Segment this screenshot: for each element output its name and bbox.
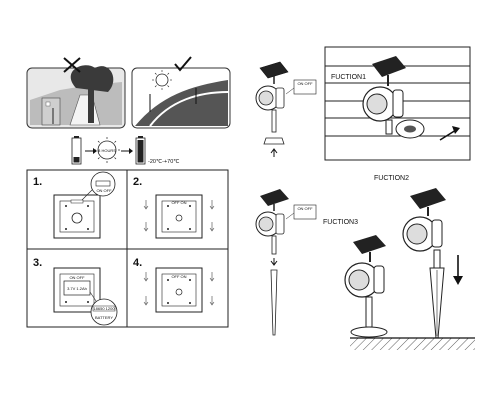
step-4: 4. OFF ON xyxy=(133,257,215,313)
solar-panel-icon xyxy=(410,188,446,209)
solar-panel-icon xyxy=(353,235,386,254)
solar-panel-icon xyxy=(372,56,406,77)
light-unit-1: ON OFF xyxy=(255,61,317,157)
step-2: 2. OFF ON xyxy=(133,176,215,239)
light-unit-3: ON OFF xyxy=(255,189,317,336)
battery-full-icon xyxy=(135,136,146,165)
arrow-icon xyxy=(439,129,457,141)
light-unit-ground xyxy=(344,235,388,338)
switch-tag: OFF ON xyxy=(171,200,186,205)
shade-panel xyxy=(26,65,126,129)
solar-panel-icon xyxy=(259,61,289,79)
battery-callout xyxy=(90,298,118,326)
wall-panel: FUCTION1 xyxy=(324,46,471,161)
check-mark-icon xyxy=(174,56,192,72)
switch-tag-box xyxy=(293,204,317,220)
battery-size: 18650 1200 xyxy=(93,306,115,311)
step-number: 1. xyxy=(33,176,42,188)
step-number: 4. xyxy=(133,257,142,269)
sun-hours-label: 8 HOURS xyxy=(98,148,116,153)
step-number: 2. xyxy=(133,176,142,188)
arrow-right-icon xyxy=(85,148,97,154)
cross-mark-icon xyxy=(63,57,81,73)
arrow-down-icon xyxy=(453,255,463,285)
step-1: 1. ON OFF xyxy=(33,171,116,239)
battery-low-icon xyxy=(71,136,82,165)
step-number: 3. xyxy=(33,257,42,269)
battery-label: BATTERY xyxy=(95,315,113,320)
sun-charge-icon: 8 HOURS xyxy=(94,137,120,163)
temperature-range-label: -20℃-+70℃ xyxy=(148,159,180,165)
battery-spec: 3.7V 1.2Ah xyxy=(67,286,87,291)
switch-tag: ON OFF xyxy=(69,275,85,280)
tree-icon xyxy=(70,65,114,92)
switch-tag: ON OFF xyxy=(96,188,112,193)
solar-panel-icon xyxy=(260,189,289,206)
ground-spike xyxy=(270,269,278,336)
switch-tag-box xyxy=(293,79,317,95)
function-switch-tag: ON OFF xyxy=(297,81,313,86)
function-2-label: FUCTION2 xyxy=(374,175,409,182)
light-unit-spike-2 xyxy=(402,188,446,339)
function-3-label: FUCTION3 xyxy=(323,219,358,226)
sun-panel xyxy=(131,67,231,129)
function-1-label: FUCTION1 xyxy=(331,74,366,81)
arrow-right-icon-2 xyxy=(121,148,133,154)
battery-compartment xyxy=(63,280,91,296)
ground xyxy=(350,337,475,350)
step-3: 3. 3.7V 1.2Ah ON OFF 18650 1200 BATTERY xyxy=(33,257,118,326)
function-switch-tag: ON OFF xyxy=(297,206,313,211)
sun-icon xyxy=(155,73,169,87)
switch-tag: OFF ON xyxy=(171,274,186,279)
